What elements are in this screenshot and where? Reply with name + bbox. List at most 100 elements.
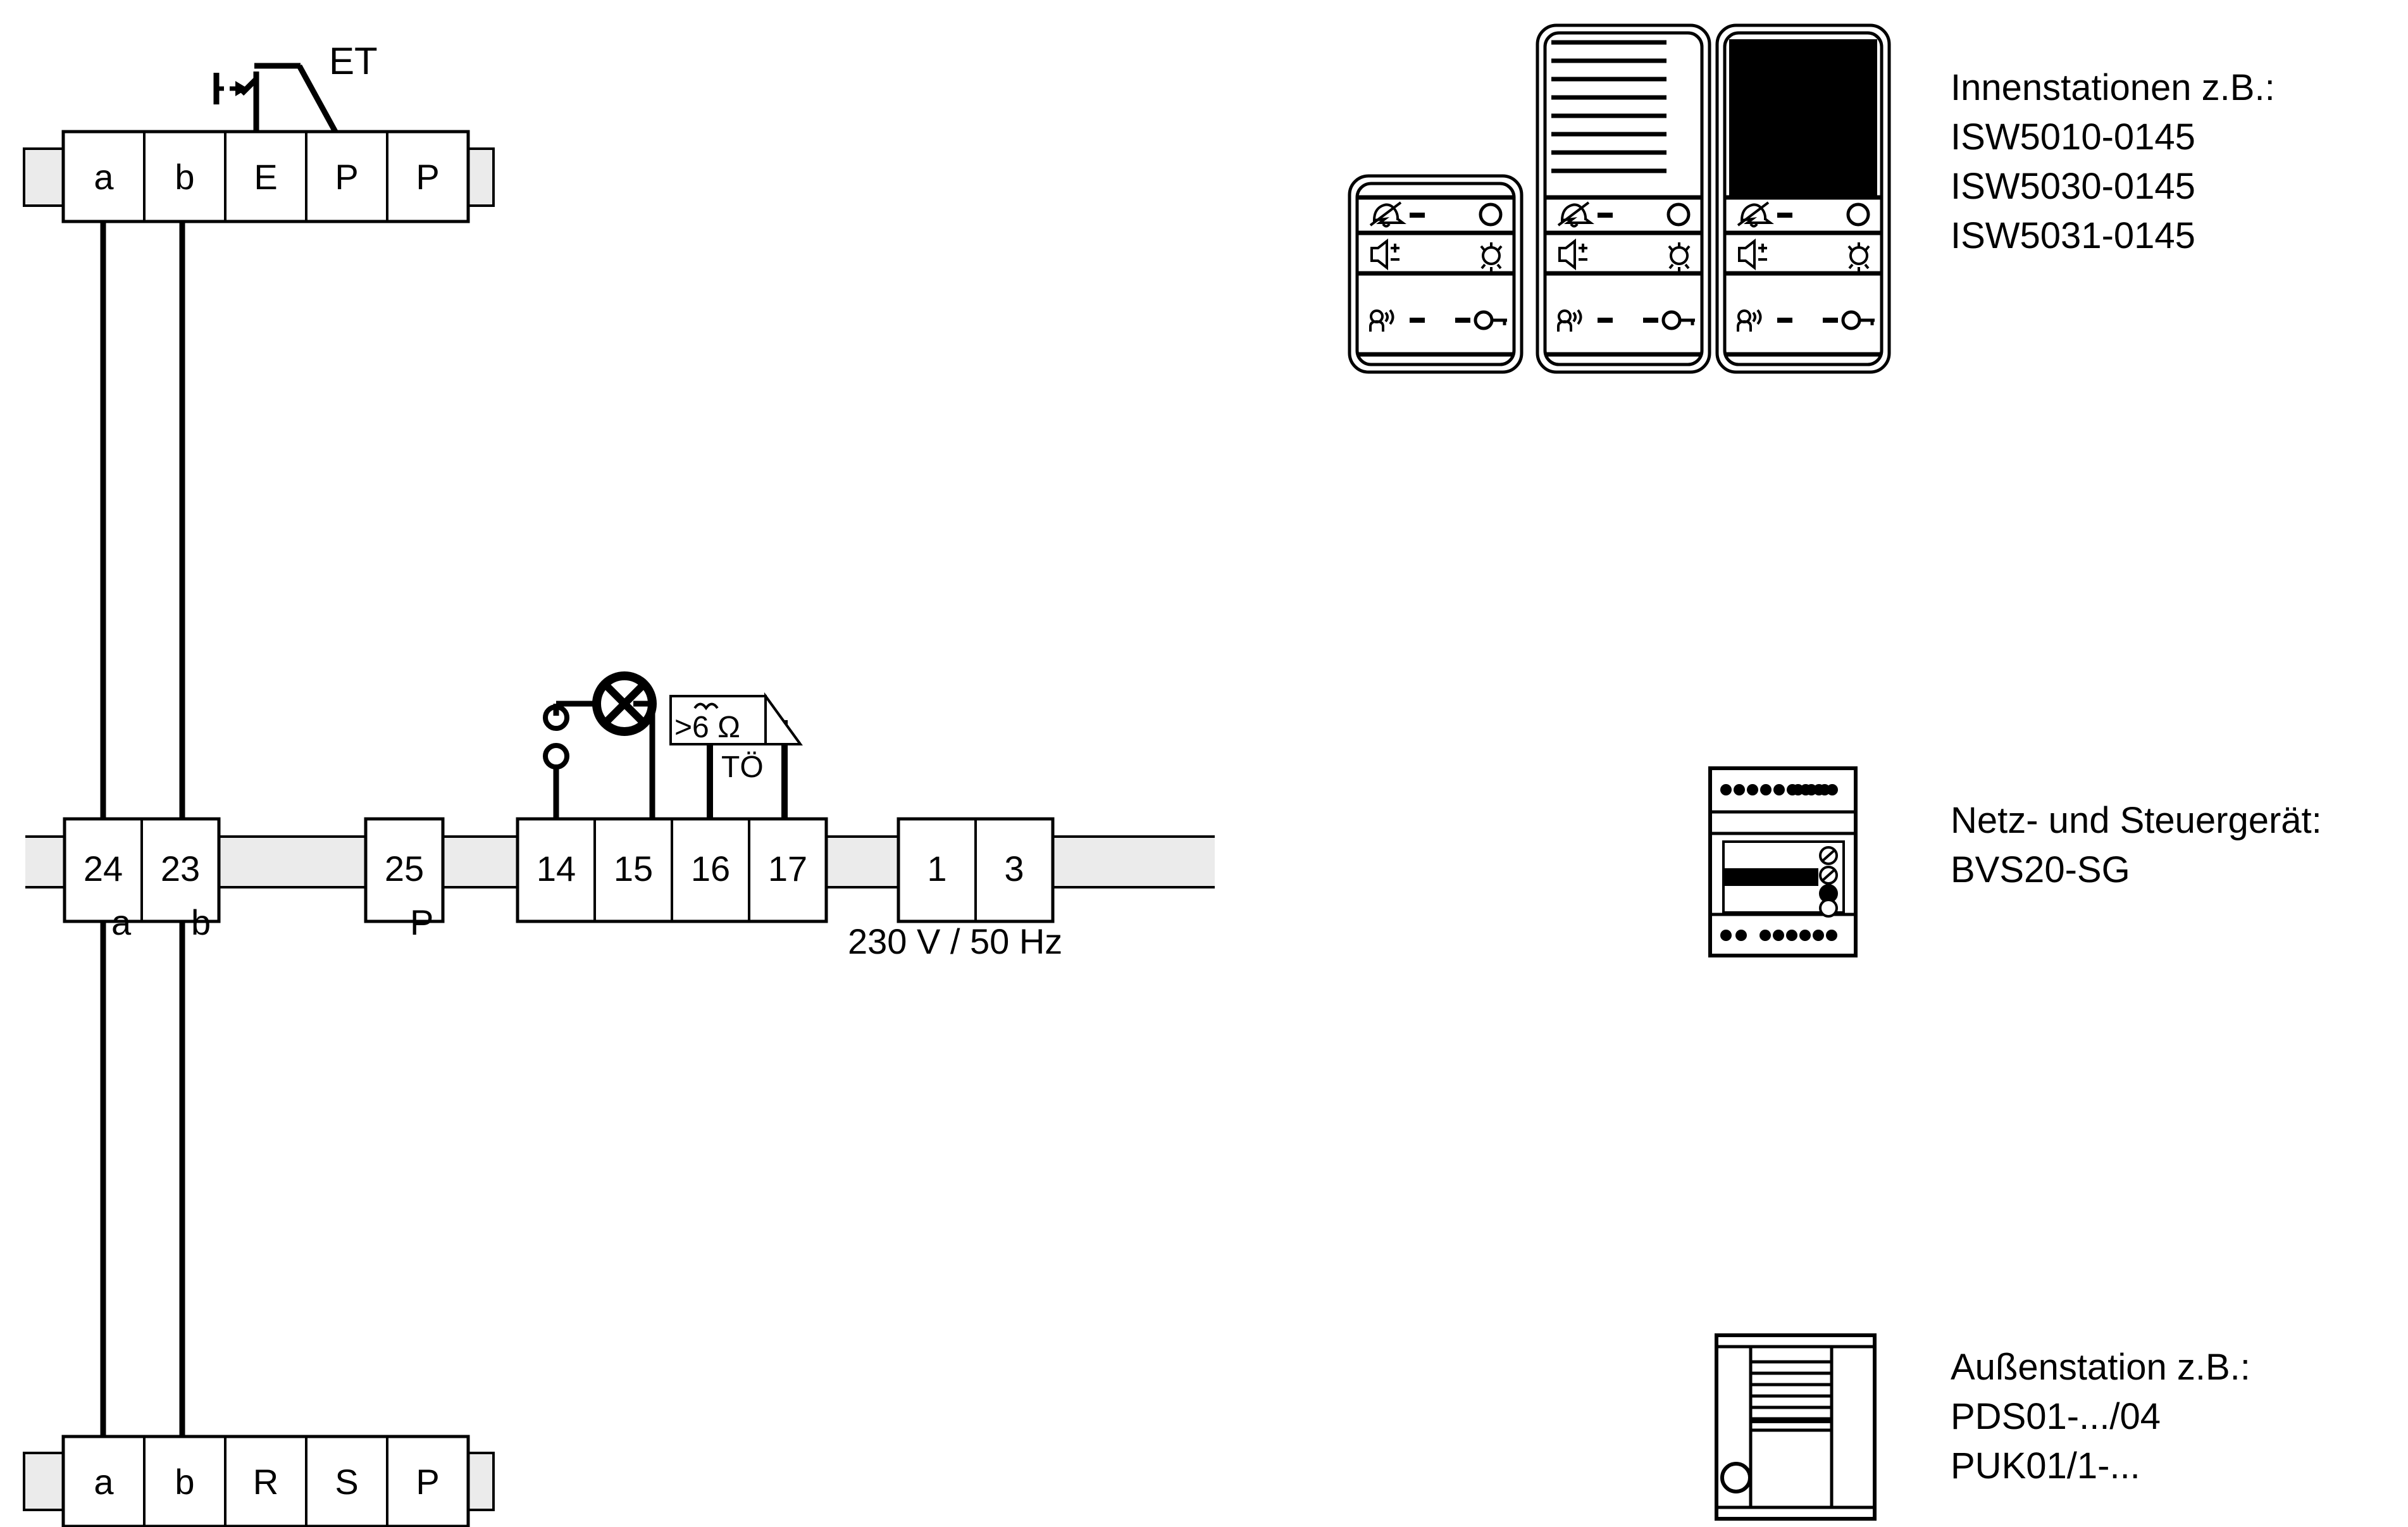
top-terminal-cell-b: b <box>175 157 195 197</box>
legend-psu-line-2: BVS20-SG <box>1951 849 2130 890</box>
psu-dot-b6 <box>1799 930 1811 941</box>
screw-slot-line-2 <box>1822 869 1835 882</box>
terminal-sublabel-p: P <box>410 902 434 942</box>
et-push-button-symbol <box>213 63 338 134</box>
terminal-group-25-body <box>364 817 445 923</box>
bell-mute-icon <box>1369 201 1406 228</box>
talk-wave-1 <box>1384 311 1389 323</box>
top-terminal-cell-e: E <box>254 157 278 197</box>
screw-slot-line-1 <box>1822 849 1835 862</box>
talk-icon <box>1557 309 1582 332</box>
talk-icon <box>1737 309 1762 332</box>
light-ray-ul <box>1668 245 1673 251</box>
talk-wave-2 <box>1577 309 1582 325</box>
coil-squiggle-icon <box>693 702 719 711</box>
legend-indoor-line-3: ISW5030-0145 <box>1951 166 2195 207</box>
key-icon <box>1474 310 1507 330</box>
talk-wave-2 <box>1756 309 1762 325</box>
terminal-cell-16: 16 <box>690 849 731 888</box>
circle-button-icon <box>1666 203 1691 227</box>
top-terminal-block <box>23 130 495 223</box>
light-ray-dr <box>1684 263 1690 270</box>
legend-psu-line-1: Netz- und Steuergerät: <box>1951 800 2322 841</box>
psu-bottom-terminal-dots <box>1720 930 1837 941</box>
terminal-cell-24: 24 <box>83 849 123 888</box>
volume-speaker <box>1558 238 1576 271</box>
terminal-cell-15: 15 <box>613 849 654 888</box>
psu-dot-t3 <box>1747 784 1758 795</box>
station3-display-screen <box>1729 39 1877 197</box>
bottom-block-body <box>61 1435 470 1527</box>
terminal-sublabel-a: a <box>111 902 132 942</box>
talk-body <box>1369 320 1384 332</box>
bottom-terminal-cell-s: S <box>335 1462 359 1502</box>
talk-wave-1 <box>1572 311 1577 323</box>
terminal-group-1-3 <box>897 817 1055 923</box>
door-opener-armature-hyp <box>764 695 802 745</box>
terminal-cell-14: 14 <box>536 849 576 888</box>
circle-button-icon <box>1846 203 1870 227</box>
light-ray-dr <box>1496 263 1502 270</box>
door-opener-resistance-label: >6 Ω <box>674 711 740 744</box>
terminal-sublabel-b: b <box>191 902 211 942</box>
mains-voltage-label: 230 V / 50 Hz <box>848 921 1063 961</box>
psu-dot-t12 <box>1819 784 1830 795</box>
talk-icon <box>1369 309 1394 332</box>
bell-body <box>1740 203 1774 224</box>
light-ray-dl <box>1848 263 1854 270</box>
light-icon <box>1847 242 1870 271</box>
outdoor-camera-button-icon <box>1720 1462 1752 1493</box>
bell-mute-icon <box>1737 201 1774 228</box>
legend-indoor-line-4: ISW5031-0145 <box>1951 215 2195 256</box>
psu-dot-b4 <box>1773 930 1784 941</box>
light-ray-ur <box>1865 245 1870 251</box>
din-rail-power-supply-icon <box>1708 766 1858 957</box>
outdoor-station-icon <box>1715 1333 1877 1521</box>
terminal-cell-3: 3 <box>1004 849 1024 888</box>
psu-dot-t4 <box>1760 784 1772 795</box>
bottom-terminal-block <box>23 1435 495 1527</box>
legend-indoor-line-2: ISW5010-0145 <box>1951 116 2195 158</box>
bell-body <box>1560 203 1594 224</box>
key-icon <box>1841 310 1875 330</box>
et-diagonal-to-p <box>297 64 338 134</box>
light-ray-ul <box>1480 245 1486 251</box>
terminal-group-25 <box>364 817 445 923</box>
light-bulb <box>1482 246 1501 265</box>
key-icon <box>1661 310 1695 330</box>
psu-dot-b3 <box>1759 930 1771 941</box>
terminal-cell-17: 17 <box>767 849 808 888</box>
circle-button-icon <box>1479 203 1503 227</box>
terminal-cell-25: 25 <box>384 849 425 888</box>
lamp-disconnect-terminal-lower <box>543 743 569 770</box>
psu-dot-t2 <box>1734 784 1745 795</box>
bottom-terminal-cell-r: R <box>252 1462 279 1502</box>
bottom-terminal-cell-p: P <box>416 1462 440 1502</box>
volume-icon <box>1558 238 1587 271</box>
terminal-cell-1: 1 <box>927 849 947 888</box>
door-opener-symbol <box>669 692 803 819</box>
light-ray-ur <box>1497 245 1503 251</box>
light-ray-dl <box>1668 263 1674 270</box>
light-icon <box>1668 242 1691 271</box>
light-bulb <box>1670 246 1689 265</box>
terminal-cell-23: 23 <box>160 849 201 888</box>
door-opener-resistance-box <box>669 695 767 745</box>
light-ray-ul <box>1847 245 1853 251</box>
top-block-body <box>61 130 470 223</box>
lamp-symbol-cross-b <box>602 681 647 726</box>
talk-wave-1 <box>1752 311 1756 323</box>
psu-dot-b2 <box>1735 930 1747 941</box>
psu-dot-t1 <box>1720 784 1732 795</box>
volume-icon <box>1738 238 1767 271</box>
talk-body <box>1737 320 1752 332</box>
talk-wave-2 <box>1389 309 1394 325</box>
psu-dot-b5 <box>1786 930 1797 941</box>
talk-body <box>1557 320 1572 332</box>
psu-dot-b1 <box>1720 930 1732 941</box>
top-terminal-cell-p2: P <box>416 157 440 197</box>
psu-display-bar <box>1725 868 1818 886</box>
top-terminal-cell-p1: P <box>335 157 359 197</box>
